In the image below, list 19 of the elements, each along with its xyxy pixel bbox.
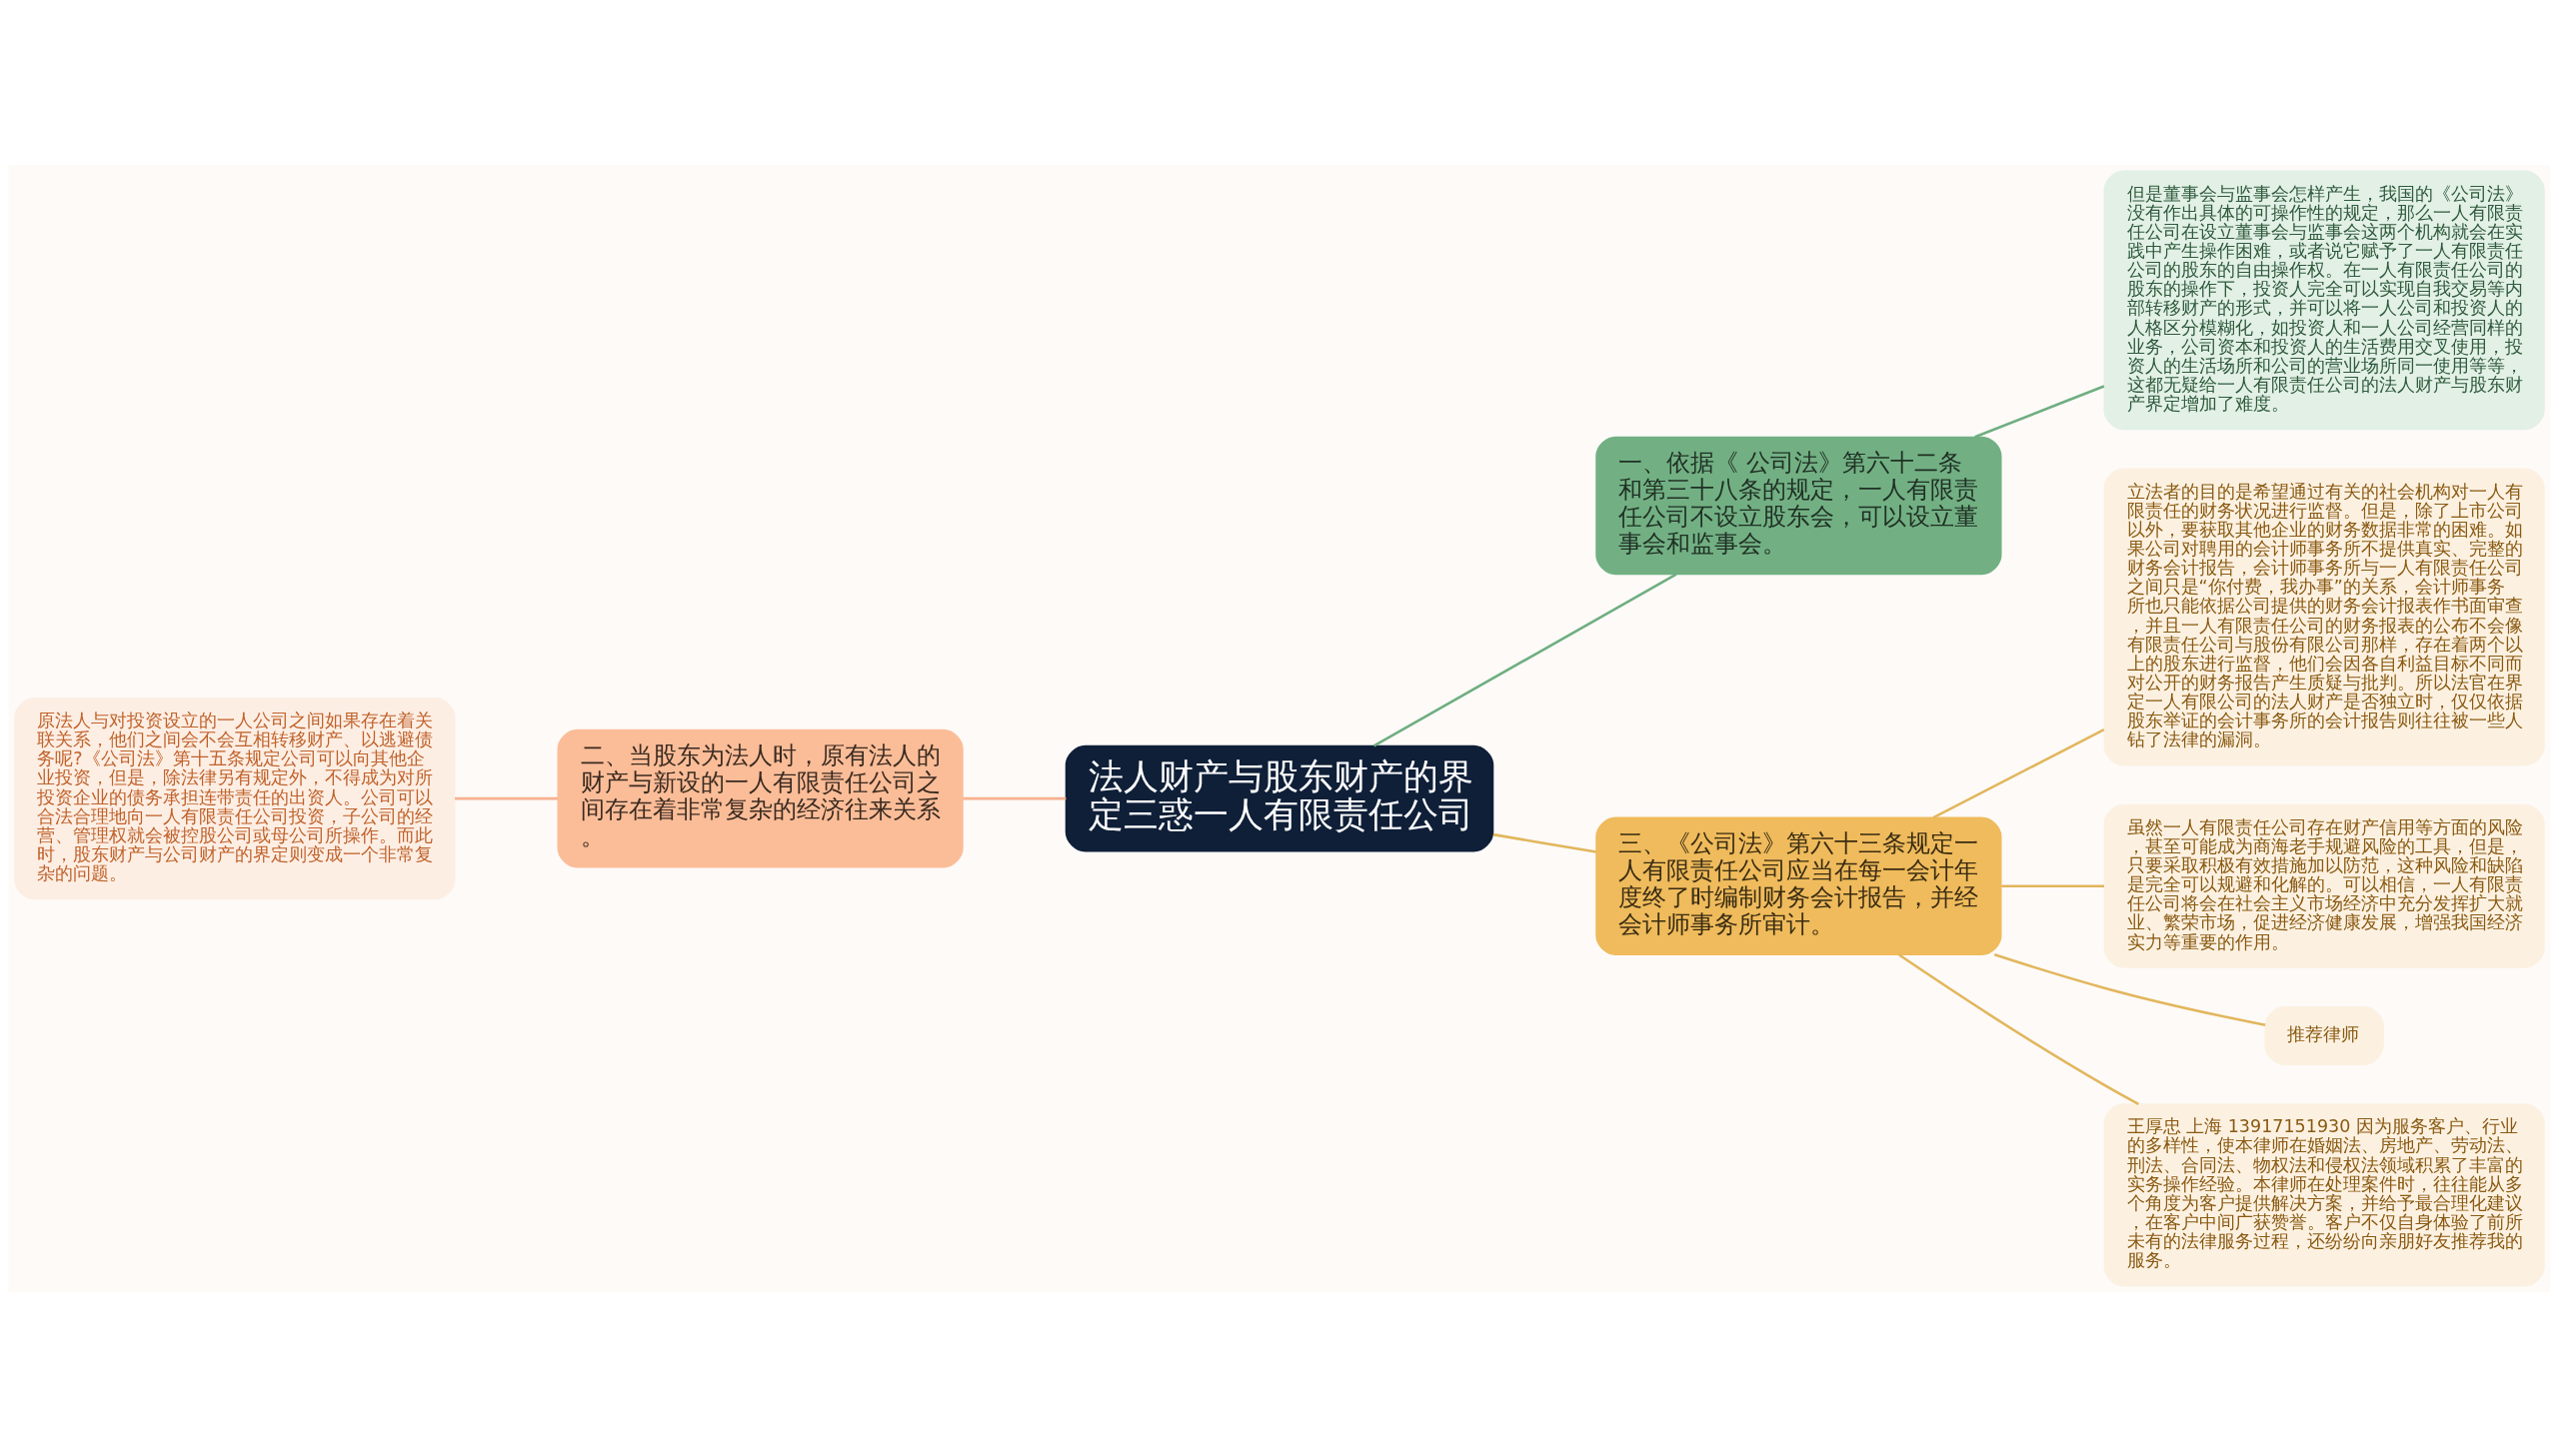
connector xyxy=(1974,384,2105,438)
node-box: 推荐律师 xyxy=(2264,1005,2384,1065)
connector xyxy=(1372,572,1677,746)
node-box: 法人财产与股东财产的界定三惑一人有限责任公司 xyxy=(1065,744,1494,851)
node-box: 二、当股东为法人时，原有法人的财产与新设的一人有限责任公司之间存在着非常复杂的经济往来关系。 xyxy=(557,728,964,867)
connector xyxy=(2001,883,2104,887)
connector xyxy=(1898,953,2139,1105)
node-box: 但是董事会与监事会怎样产生，我国的《公司法》没有作出具体的可操作性的规定，那么一人有限责任公司在设立董事会与监事会这两个机构就会在实践中产生操作困难，或者说它赋予了一人有限责任公司的股东的自由操作权。在一人有限责任公司的股东的操作下，投资人完全可以实现自我交易等内部转移财产的形式，并可以将一人公司和投资人的人格区分模糊化，如投资人和一人公司经营同样的业务，公司资本和投资人的生活费用交叉使用，投资人的生活场所和公司的营业场所同一使用等等，这都无疑给一人有限责任公司的法人财产与股东财产界定增加了难度。 xyxy=(2103,170,2545,430)
node-box: 立法者的目的是希望通过有关的社会机构对一人有限责任的财务状况进行监督。但是，除了上市公司以外，要获取其他企业的财务数据非常的困难。如果公司对聘用的会计师事务所不提供真实、完整的财务会计报告，会计师事务所与一人有限责任公司之间只是“你付费，我办事”的关系，会计师事务所也只能依据公司提供的财务会计报表作书面审查，并且一人有限责任公司的财务报表的公布不会像有限责任公司与股份有限公司那样，存在着两个以上的股东进行监督，他们会因各自利益目标不同而对公开的财务报告产生质疑与批判。所以法官在界定一人有限公司的法人财产是否独立时，仅仅依据股东举证的会计事务所的会计报告则往往被一些人钻了法律的漏洞。 xyxy=(2103,468,2545,765)
connector xyxy=(1932,728,2105,818)
node-box: 王厚忠 上海 13917151930 因为服务客户、行业的多样性，使本律师在婚姻法、房地产、劳动法、刑法、合同法、物权法和侵权法领域积累了丰富的实务操作经验。本律师在处理案件时，往往能从多个角度为客户提供解决方案，并给予最合理化建议，在客户中间广获赞誉。客户不仅自身体验了前所未有的法律服务过程，还纷纷向亲朋好友推荐我的服务。 xyxy=(2103,1102,2545,1286)
connector xyxy=(455,796,558,799)
connector xyxy=(1993,952,2266,1026)
node-box: 一、依据《 公司法》第六十二条和第三十八条的规定，一人有限责任公司不设立股东会，可以设立董事会和监事会。 xyxy=(1595,436,2002,575)
node-box: 三、《公司法》第六十三条规定一人有限责任公司应当在每一会计年度终了时编制财务会计报告，并经会计师事务所审计。 xyxy=(1595,815,2002,955)
connector xyxy=(963,796,1067,799)
node-box: 虽然一人有限责任公司存在财产信用等方面的风险，甚至可能成为商海老手规避风险的工具，但是，只要采取积极有效措施加以防范，这种风险和缺陷是完全可以规避和化解的。可以相信，一人有限责任公司将会在社会主义市场经济中充分发挥扩大就业、繁荣市场，促进经济健康发展，增强我国经济实力等重要的作用。 xyxy=(2103,803,2545,968)
connector xyxy=(1492,832,1597,853)
node-box: 原法人与对投资设立的一人公司之间如果存在着关联关系，他们之间会不会互相转移财产、以逃避债务呢?《公司法》第十五条规定公司可以向其他企业投资，但是，除法律另有规定外，不得成为对所投资企业的债务承担连带责任的出资人。公司可以合法合理地向一人有限责任公司投资，子公司的经营、管理权就会被控股公司或母公司所操作。而此时，股东财产与公司财产的界定则变成一个非常复杂的问题。 xyxy=(14,697,456,899)
